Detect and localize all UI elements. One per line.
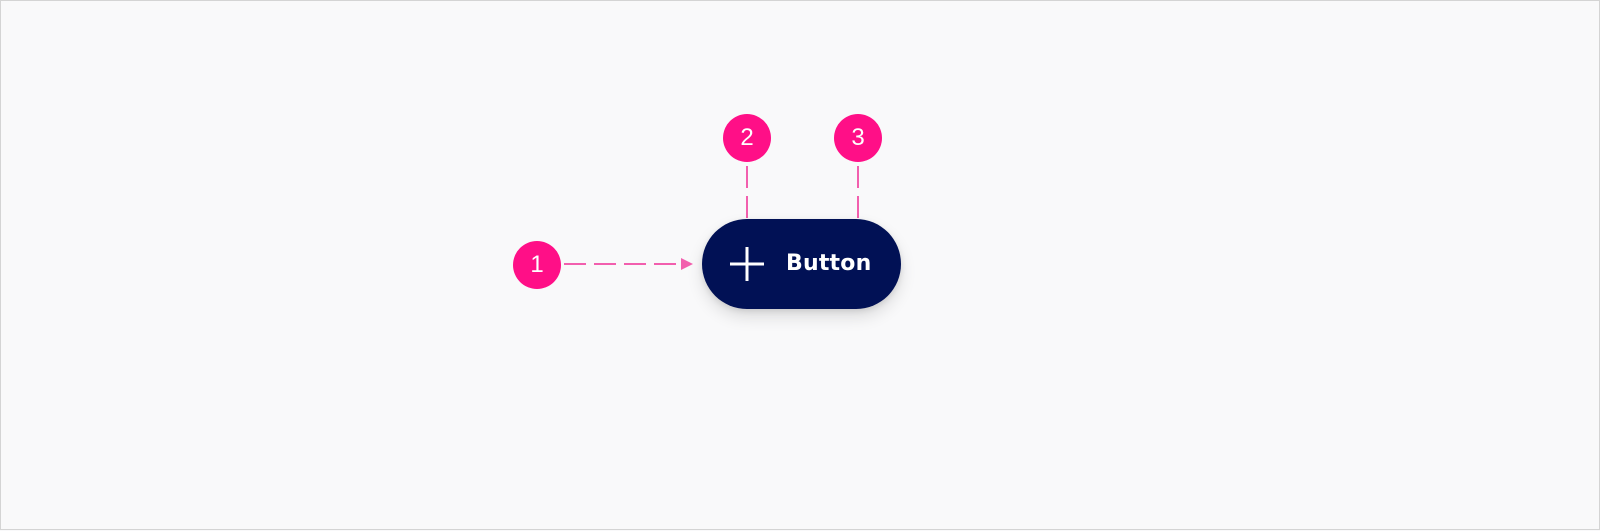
annotation-marker-label: 3 [834,114,882,162]
annotation-marker-icon: 2 [723,114,771,162]
plus-icon [730,247,764,281]
extended-fab-button[interactable]: Button [702,219,901,309]
annotation-marker-container: 1 [513,241,561,289]
leader-arrow-1 [681,258,693,270]
button-label: Button [786,251,872,276]
